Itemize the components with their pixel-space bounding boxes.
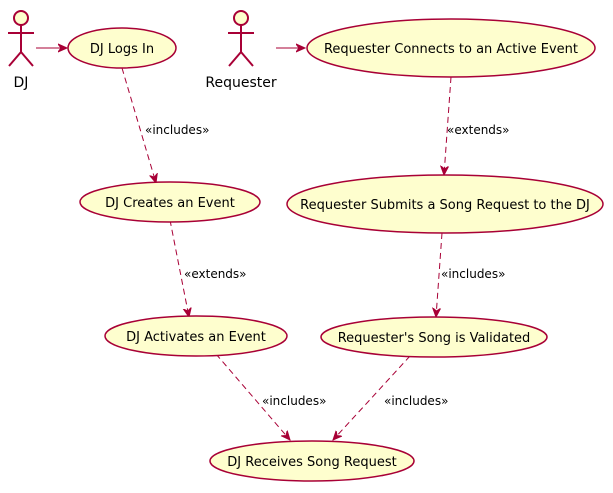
label-login-includes-creates: «includes»	[145, 123, 209, 137]
actor-dj-icon	[8, 10, 34, 67]
usecase-requester-submits-label: Requester Submits a Song Request to the …	[300, 198, 590, 213]
usecase-requester-connects: Requester Connects to an Active Event	[306, 18, 596, 78]
usecase-dj-receives-request-label: DJ Receives Song Request	[227, 455, 396, 470]
usecase-song-validated-label: Requester's Song is Validated	[338, 331, 531, 346]
label-validated-includes-receives: «includes»	[384, 394, 448, 408]
usecase-song-validated: Requester's Song is Validated	[320, 316, 548, 358]
usecase-dj-activates-event: DJ Activates an Event	[104, 315, 288, 357]
relation-labels: «includes» «extends» «includes» «extends…	[145, 123, 510, 408]
relation-validated-includes-receives	[333, 355, 411, 440]
relations	[36, 48, 452, 440]
actor-dj-label: DJ	[14, 75, 29, 91]
usecase-dj-logs-in-label: DJ Logs In	[90, 42, 154, 57]
label-submits-includes-validated: «includes»	[441, 267, 505, 281]
label-creates-extends-activates: «extends»	[184, 267, 247, 281]
label-activates-includes-receives: «includes»	[262, 394, 326, 408]
usecase-dj-receives-request: DJ Receives Song Request	[209, 440, 415, 482]
relation-connects-extends-submits	[444, 76, 452, 175]
actor-dj: DJ	[8, 10, 34, 91]
relation-creates-extends-activates	[169, 219, 189, 317]
usecase-dj-creates-event-label: DJ Creates an Event	[105, 196, 235, 211]
actor-requester: Requester	[205, 10, 277, 91]
usecase-dj-creates-event: DJ Creates an Event	[79, 181, 261, 223]
usecase-dj-activates-event-label: DJ Activates an Event	[126, 330, 266, 345]
usecase-requester-connects-label: Requester Connects to an Active Event	[324, 42, 578, 57]
relation-activates-includes-receives	[215, 353, 290, 440]
actor-requester-icon	[228, 10, 254, 67]
usecase-dj-logs-in: DJ Logs In	[67, 27, 177, 69]
actor-requester-label: Requester	[205, 75, 276, 91]
relation-submits-includes-validated	[436, 232, 443, 317]
usecase-requester-submits: Requester Submits a Song Request to the …	[286, 174, 604, 234]
label-connects-extends-submits: «extends»	[447, 123, 510, 137]
